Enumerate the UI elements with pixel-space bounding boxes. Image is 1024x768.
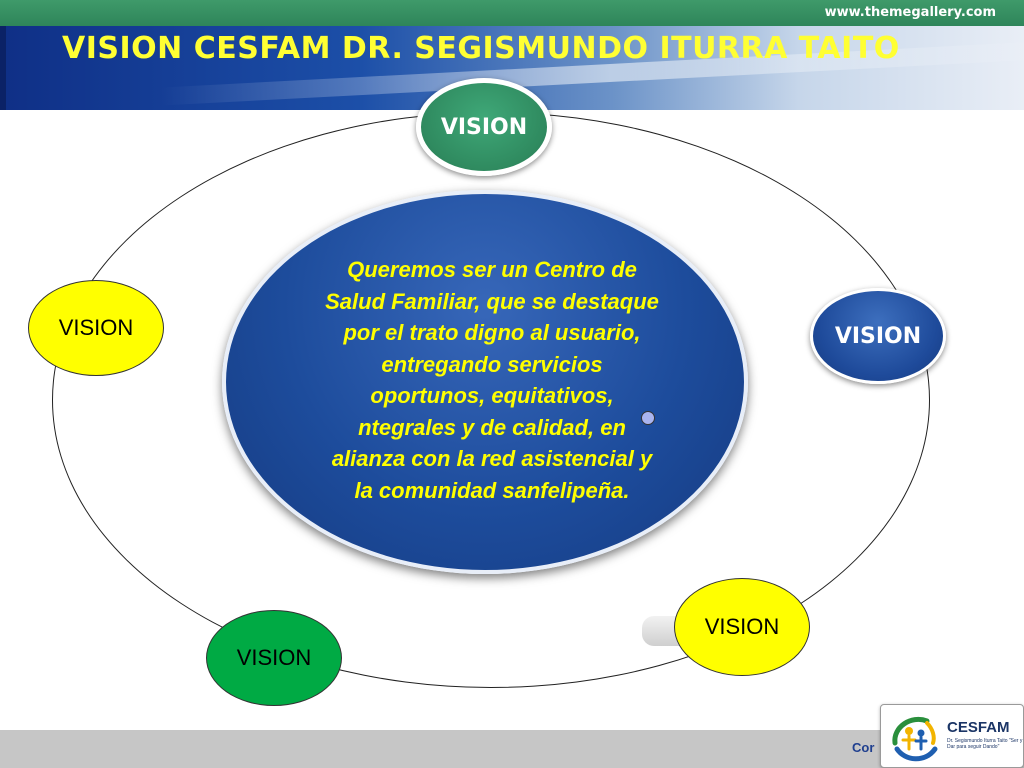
- vision-node-bottom-left-label: VISION: [236, 645, 312, 670]
- footer-text: Cor: [852, 740, 875, 755]
- title-band-edge: [0, 26, 6, 110]
- vision-node-top-label: VISION: [440, 114, 528, 140]
- logo-name: CESFAM: [947, 719, 1010, 736]
- center-vision-text: Queremos ser un Centro de Salud Familiar…: [325, 257, 659, 503]
- vision-node-bottom-right[interactable]: VISION: [674, 578, 810, 676]
- vision-node-left[interactable]: VISION: [28, 280, 164, 376]
- site-url-link[interactable]: www.themegallery.com: [824, 5, 996, 20]
- vision-node-right-label: VISION: [834, 323, 922, 349]
- page-title: VISION CESFAM DR. SEGISMUNDO ITURRA TAIT…: [62, 31, 900, 66]
- footer-bar: [0, 730, 1024, 768]
- vision-node-bottom-left[interactable]: VISION: [206, 610, 342, 706]
- vision-node-top[interactable]: VISION: [416, 78, 552, 176]
- adjustment-handle[interactable]: [641, 411, 655, 425]
- cesfam-logo: CESFAM Dr. Segismundo Iturra Taito "Ser …: [880, 704, 1024, 768]
- family-logo-icon: [892, 717, 938, 762]
- vision-node-left-label: VISION: [58, 315, 134, 340]
- logo-subtitle: Dr. Segismundo Iturra Taito "Ser y Dar p…: [947, 738, 1023, 750]
- center-vision-ellipse[interactable]: [222, 190, 748, 574]
- top-bar: www.themegallery.com: [0, 0, 1024, 26]
- vision-node-bottom-right-label: VISION: [704, 614, 780, 639]
- vision-node-right[interactable]: VISION: [810, 288, 946, 384]
